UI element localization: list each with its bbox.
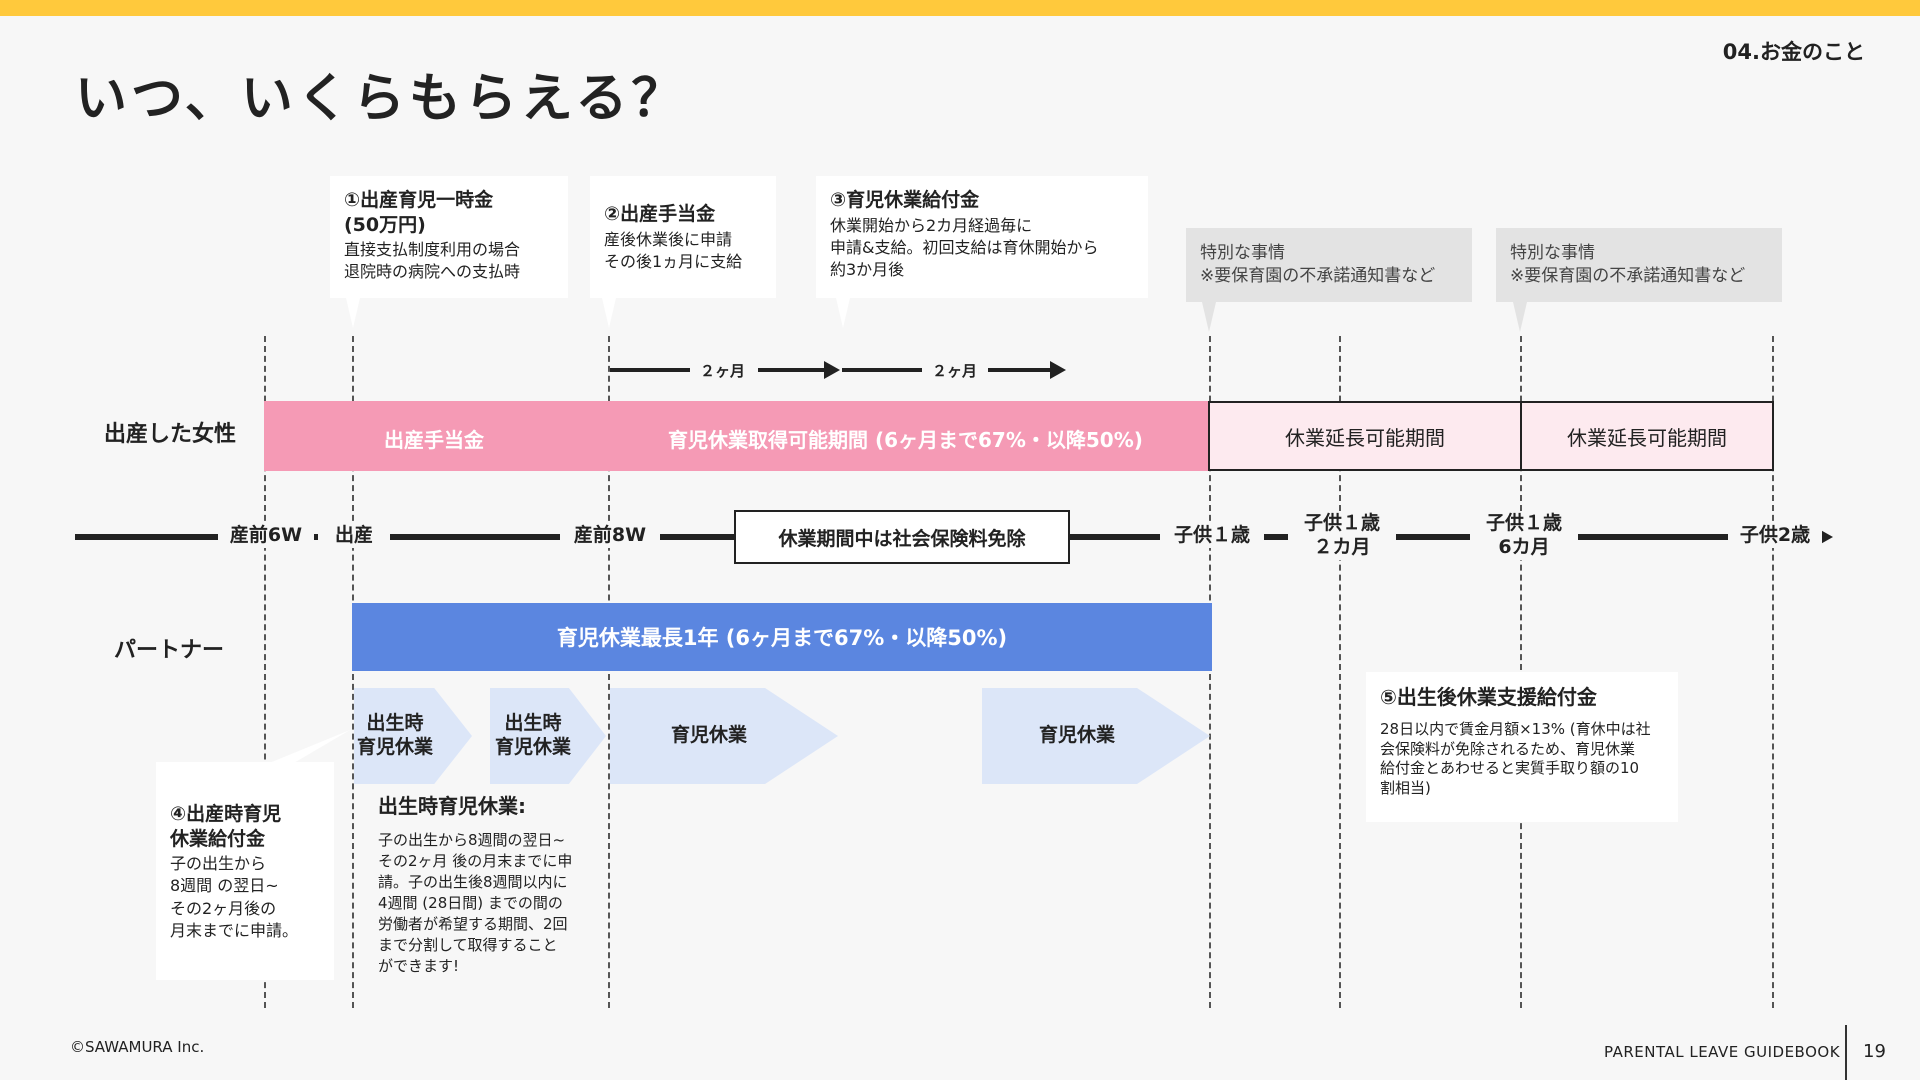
callout-pointer (602, 298, 616, 328)
footer-divider (1845, 1025, 1847, 1080)
extension-period-1: 休業延長可能期間 (1208, 401, 1522, 471)
leave-eligible-band (608, 401, 1209, 471)
arrow-right-icon (1050, 361, 1066, 379)
partner-leave-band: 育児休業最長1年 (6ヶ月まで67%・以降50%) (352, 603, 1212, 671)
callout-maternity-allowance: ②出産手当金 産後休業後に申請 その後1ヵ月に支給 (590, 176, 776, 298)
callout-birth-leave-benefit: ④出産時育児 休業給付金 子の出生から 8週間 の翌日~ その2ヶ月後の 月末ま… (156, 762, 334, 980)
callout-childcare-benefit: ③育児休業給付金 休業開始から2カ月経過毎に 申請&支給。初回支給は育休開始から… (816, 176, 1148, 298)
note-body: 子の出生から8週間の翌日~ その2ヶ月 後の月末までに申 請。子の出生後8週間以… (378, 831, 573, 975)
top-accent-bar (0, 0, 1920, 16)
callout-body: 28日以内で賃金月額×13% (育休中は社 会保険料が免除されるため、育児休業 … (1380, 720, 1651, 797)
maternity-allowance-label: 出産手当金 (384, 428, 484, 452)
chevron-label: 育児休業 (1038, 724, 1115, 746)
timeline-label-pre6w: 産前6W (218, 524, 314, 548)
timeline-label-age1: 子供１歳 (1160, 524, 1264, 548)
interval-line (988, 368, 1050, 372)
callout-body: 直接支払制度利用の場合 退院時の病院への支払時 (344, 240, 521, 282)
timeline-label-age1m2: 子供１歳 ２カ月 (1288, 512, 1396, 560)
callout-birth-lump-sum: ①出産育児一時金 (50万円) 直接支払制度利用の場合 退院時の病院への支払時 (330, 176, 568, 298)
page-number: 19 (1863, 1041, 1886, 1062)
extension-period-2: 休業延長可能期間 (1520, 401, 1774, 471)
callout-body: 休業開始から2カ月経過毎に 申請&支給。初回支給は育休開始から 約3か月後 (830, 215, 1099, 279)
leave-eligible-label: 育児休業取得可能期間 (6ヶ月まで67%・以降50%) (668, 428, 1143, 452)
timeline-label-birth: 出産 (318, 524, 390, 548)
callout-special-circumstance-2: 特別な事情 ※要保育園の不承諾通知書など (1496, 228, 1782, 302)
callout-title: ③育児休業給付金 (830, 189, 980, 211)
callout-special-circumstance-1: 特別な事情 ※要保育園の不承諾通知書など (1186, 228, 1472, 302)
guide-line-age1m2 (1339, 336, 1341, 1008)
callout-pointer (836, 298, 850, 328)
arrow-right-icon (824, 361, 840, 379)
callout-title: ②出産手当金 (604, 203, 716, 225)
interval-line (842, 368, 922, 372)
guide-line-age1 (1209, 336, 1211, 1008)
interval-label-1: ２ヶ月 (700, 362, 746, 380)
guide-line-age2 (1772, 336, 1774, 1008)
callout-pointer (1202, 302, 1216, 332)
chevron-label: 育児休業 (670, 724, 747, 746)
note-title: 出生時育児休業: (378, 794, 526, 818)
timeline-label-8w: 産前8W (560, 524, 660, 548)
copyright: ©SAWAMURA Inc. (70, 1038, 205, 1056)
guide-line-8w (608, 336, 610, 1008)
callout-body: 特別な事情 ※要保育園の不承諾通知書など (1200, 243, 1436, 287)
callout-pointer (262, 730, 350, 770)
callout-postbirth-support-benefit: ⑤出生後休業支援給付金 28日以内で賃金月額×13% (育休中は社 会保険料が免… (1366, 672, 1678, 822)
callout-title: ④出産時育児 休業給付金 (170, 803, 282, 850)
insurance-exemption-box: 休業期間中は社会保険料免除 (734, 510, 1070, 564)
callout-pointer (1513, 302, 1527, 332)
maternity-allowance-band (264, 401, 610, 471)
interval-label-2: ２ヶ月 (932, 362, 978, 380)
chevron-label: 出生時 育児休業 (356, 712, 433, 758)
callout-body: 産後休業後に申請 その後1ヵ月に支給 (604, 229, 743, 271)
callout-pointer (346, 298, 360, 328)
guide-line-birth (352, 336, 354, 1008)
interval-line (758, 368, 826, 372)
page-title: いつ、いくらもらえる？ (75, 69, 688, 129)
birth-leave-note: 出生時育児休業: 子の出生から8週間の翌日~ その2ヶ月 後の月末までに申 請。… (378, 792, 608, 977)
callout-body: 特別な事情 ※要保育園の不承諾通知書など (1510, 243, 1746, 287)
row-label-partner: パートナー (114, 638, 225, 663)
section-label: 04.お金のこと (1722, 40, 1865, 64)
timeline-label-age1m6: 子供１歳 6カ月 (1470, 512, 1578, 560)
chevron-label: 出生時 育児休業 (494, 712, 571, 758)
guide-line-pre6w (264, 336, 266, 1008)
callout-title: ⑤出生後休業支援給付金 (1380, 685, 1597, 709)
interval-line (610, 368, 690, 372)
timeline-label-age2: 子供2歳 (1728, 524, 1822, 548)
guidebook-title: PARENTAL LEAVE GUIDEBOOK (1604, 1043, 1841, 1061)
callout-title: ①出産育児一時金 (50万円) (344, 189, 494, 236)
callout-body: 子の出生から 8週間 の翌日~ その2ヶ月後の 月末までに申請。 (170, 854, 299, 940)
row-label-mother: 出産した女性 (104, 422, 237, 447)
